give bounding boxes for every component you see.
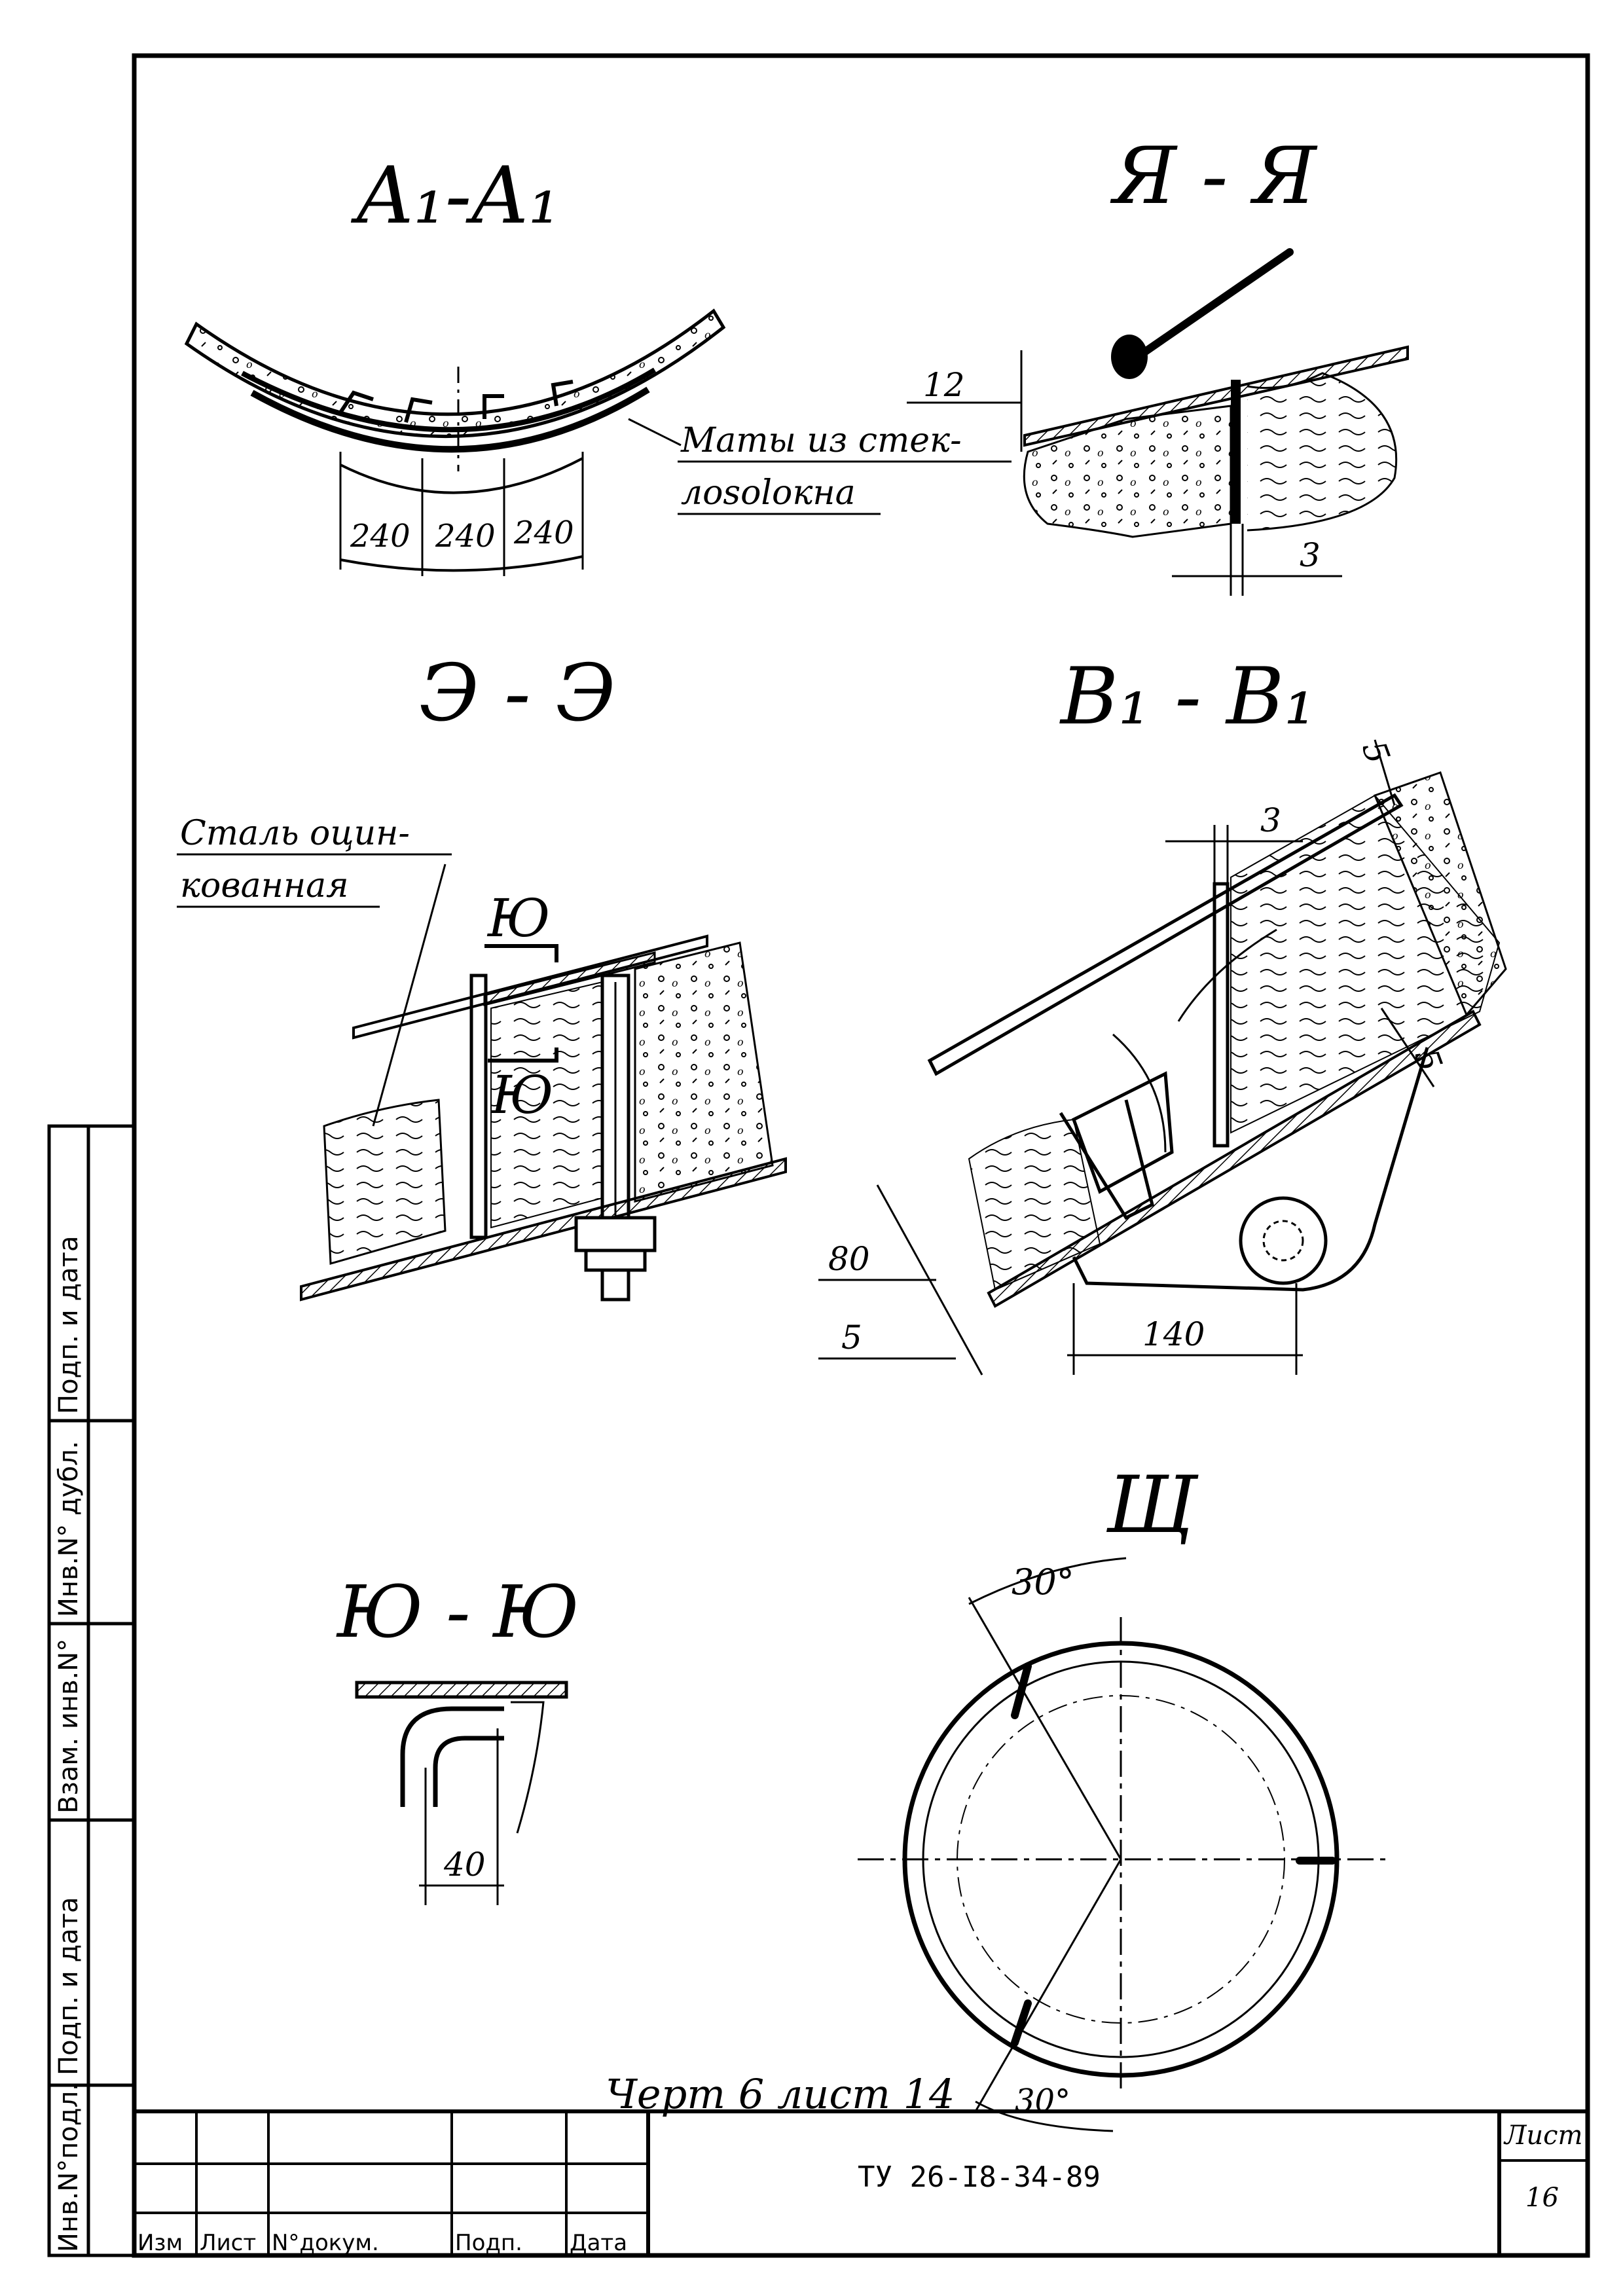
section-e-title: Э - Э: [419, 648, 615, 739]
section-b1: B₁ - B₁ 3 5 5 80 5 140: [818, 651, 1507, 1376]
stamp-vzam: Взам. инв.N°: [54, 1639, 84, 1813]
a1-note-line1: Маты из стек-: [680, 421, 962, 460]
shch-angle-bottom: 30°: [1015, 2083, 1070, 2119]
a1-dim-2: 240: [435, 518, 496, 555]
side-stamp: Инв.N°подл. Подп. и дата Взам. инв.N° Ин…: [47, 1124, 136, 2257]
ya-dim-bottom: 3: [1300, 536, 1321, 574]
e-cut-label-top: Ю: [486, 888, 550, 949]
section-yu: Ю - Ю 40: [336, 1570, 579, 1905]
a1-note-line2: лоsolокна: [681, 473, 856, 513]
stamp-podl: Инв.N°подл.: [54, 2083, 84, 2252]
col-list: Лист: [200, 2230, 256, 2256]
ya-dim-top: 12: [923, 366, 965, 404]
sheet-number: 16: [1525, 2183, 1559, 2213]
e-cut-label-bottom: Ю: [490, 1065, 553, 1125]
title-block: Изм Лист N°докум. Подп. Дата ТУ 26-I8-34…: [134, 2109, 1588, 2256]
stamp-dubl: Инв.N° дубл.: [54, 1441, 84, 1617]
shch-angle-top: 30°: [1012, 1561, 1074, 1603]
section-shch-title: Щ: [1106, 1460, 1199, 1551]
a1-dim-1: 240: [350, 518, 410, 555]
section-shch: Щ 30° 30°: [858, 1460, 1388, 2132]
e-note-line2: кованная: [180, 866, 349, 905]
section-a1-title: A₁-A₁: [350, 151, 560, 242]
section-b1-title: B₁ - B₁: [1059, 651, 1315, 742]
b1-dim-140: 140: [1142, 1315, 1205, 1353]
a1-dim-3: 240: [513, 515, 574, 551]
section-e: Э - Э Сталь оцин- кованная Ю Ю: [177, 648, 787, 1302]
sheet-label: Лист: [1503, 2121, 1582, 2151]
section-ya-title: Я - Я: [1110, 131, 1318, 222]
col-doc: N°докум.: [272, 2230, 379, 2256]
stamp-podp-data-1: Подп. и дата: [54, 1897, 84, 2075]
e-note-line1: Сталь оцин-: [180, 814, 410, 853]
doc-code: ТУ 26-I8-34-89: [858, 2160, 1101, 2194]
b1-dim-3: 3: [1260, 801, 1281, 839]
col-izm: Изм: [137, 2230, 183, 2256]
b1-dim-5-left: 5: [841, 1319, 862, 1357]
b1-dim-80: 80: [828, 1240, 870, 1278]
col-sign: Подп.: [455, 2230, 522, 2256]
section-ya: Я - Я 12 3: [907, 131, 1409, 596]
section-a1: A₁-A₁ 240 240 240 Маты из стек- лоsolокн…: [184, 151, 1012, 576]
drawing-caption: Черт 6 лист 14: [606, 2070, 955, 2118]
yu-dim: 40: [443, 1846, 486, 1884]
stamp-podp-data-2: Подп. и дата: [54, 1236, 84, 1414]
col-date: Дата: [570, 2230, 627, 2256]
section-yu-title: Ю - Ю: [336, 1570, 579, 1654]
